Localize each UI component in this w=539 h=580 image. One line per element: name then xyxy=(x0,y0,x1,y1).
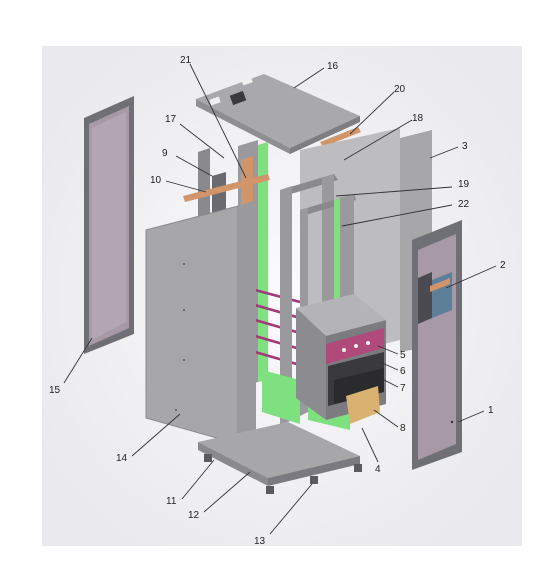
front-column xyxy=(238,200,256,452)
callout-16: 16 xyxy=(327,61,339,72)
callout-5: 5 xyxy=(400,350,406,361)
equipment-chassis xyxy=(296,294,386,424)
callout-12: 12 xyxy=(188,510,200,521)
callout-20: 20 xyxy=(394,84,406,95)
callout-4: 4 xyxy=(375,464,381,475)
callout-19: 19 xyxy=(458,179,470,190)
callout-21: 21 xyxy=(180,55,192,66)
callout-1: 1 xyxy=(488,405,494,416)
left-glass-door xyxy=(84,96,134,354)
callout-13: 13 xyxy=(254,536,266,547)
callout-14: 14 xyxy=(116,453,128,464)
left-side-panel xyxy=(145,205,239,445)
callout-22: 22 xyxy=(458,199,470,210)
callout-11: 11 xyxy=(166,496,177,507)
callout-6: 6 xyxy=(400,366,406,377)
callout-17: 17 xyxy=(165,114,177,125)
callout-labels: 1 2 3 4 5 6 7 8 9 10 11 12 13 14 15 16 1… xyxy=(49,55,506,547)
top-right-bracket xyxy=(320,127,361,147)
callout-3: 3 xyxy=(462,141,468,152)
callout-8: 8 xyxy=(400,423,406,434)
base-plinth xyxy=(198,422,362,494)
base-rail-left xyxy=(262,370,300,424)
cable-rails xyxy=(254,288,301,367)
callout-7: 7 xyxy=(400,383,406,394)
leader-lines xyxy=(63,63,497,535)
callout-10: 10 xyxy=(150,175,162,186)
cross-bracket xyxy=(183,174,270,202)
callout-2: 2 xyxy=(500,260,506,271)
top-cover xyxy=(196,74,360,154)
panel-rivets xyxy=(175,263,185,411)
front-glass-door xyxy=(412,220,462,470)
callout-15: 15 xyxy=(49,385,61,396)
callout-18: 18 xyxy=(412,113,424,124)
callout-9: 9 xyxy=(162,148,168,159)
